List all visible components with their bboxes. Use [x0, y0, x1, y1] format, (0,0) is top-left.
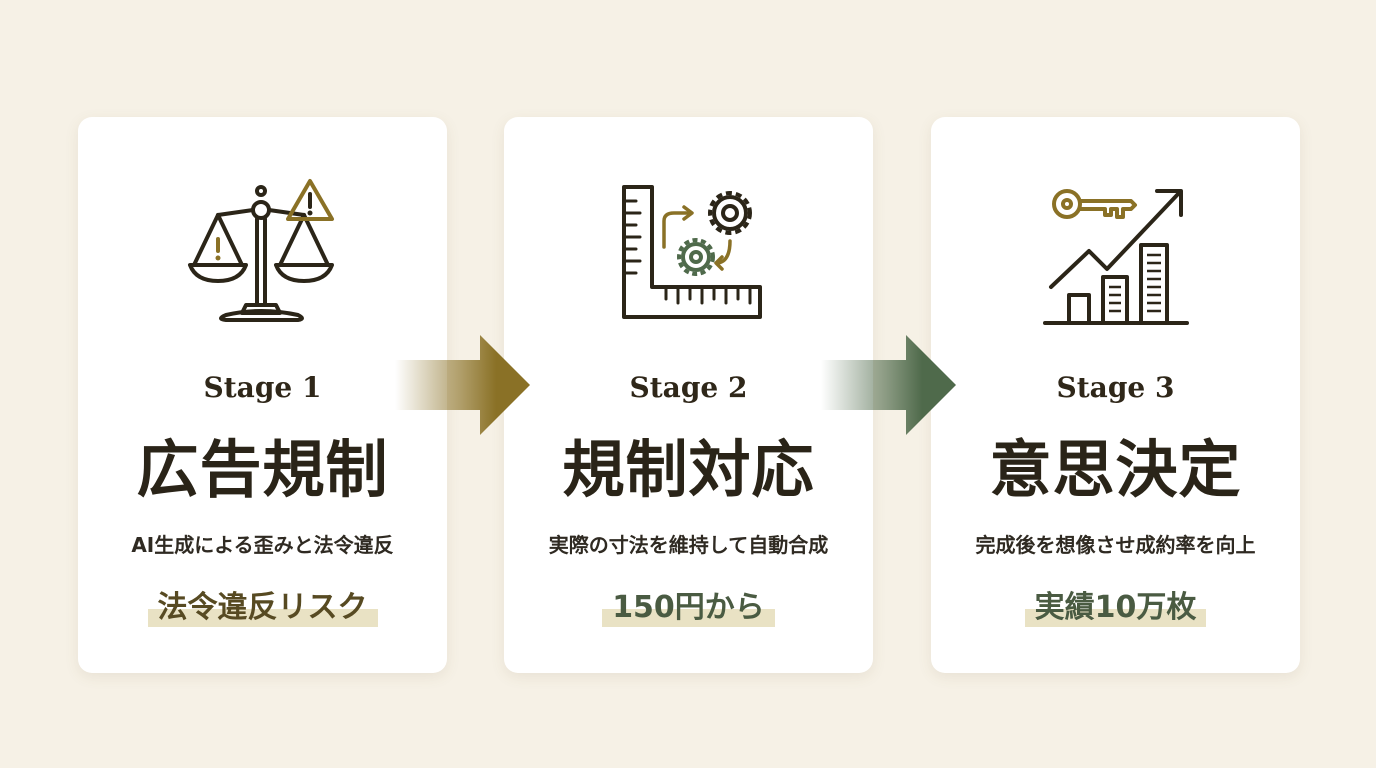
arrow-right-icon — [821, 335, 956, 435]
stage-title: 意思決定 — [989, 433, 1242, 506]
stage-description: 完成後を想像させ成約率を向上 — [975, 533, 1256, 557]
ruler-gears-icon — [622, 185, 762, 319]
arrow-right-icon — [395, 335, 530, 435]
stage-badge: 法令違反リスク — [147, 587, 378, 629]
stage-label: Stage 2 — [629, 371, 748, 404]
stage-description: AI生成による歪みと法令違反 — [131, 533, 394, 557]
stage-card-1: Stage 1 広告規制 AI生成による歪みと法令違反 法令違反リスク — [78, 117, 447, 673]
stage-title: 規制対応 — [562, 433, 815, 506]
scales-warning-icon — [188, 179, 334, 322]
key-growth-chart-icon — [1043, 189, 1189, 325]
stage-label: Stage 3 — [1056, 371, 1175, 404]
stage-card-3: Stage 3 意思決定 完成後を想像させ成約率を向上 実績10万枚 — [931, 117, 1300, 673]
stage-badge: 150円から — [602, 587, 775, 629]
stage-card-2: Stage 2 規制対応 実際の寸法を維持して自動合成 150円から — [504, 117, 873, 673]
stage-description: 実際の寸法を維持して自動合成 — [548, 533, 829, 557]
stage-title: 広告規制 — [136, 433, 389, 506]
stage-badge: 実績10万枚 — [1024, 587, 1207, 629]
stage-label: Stage 1 — [203, 371, 322, 404]
